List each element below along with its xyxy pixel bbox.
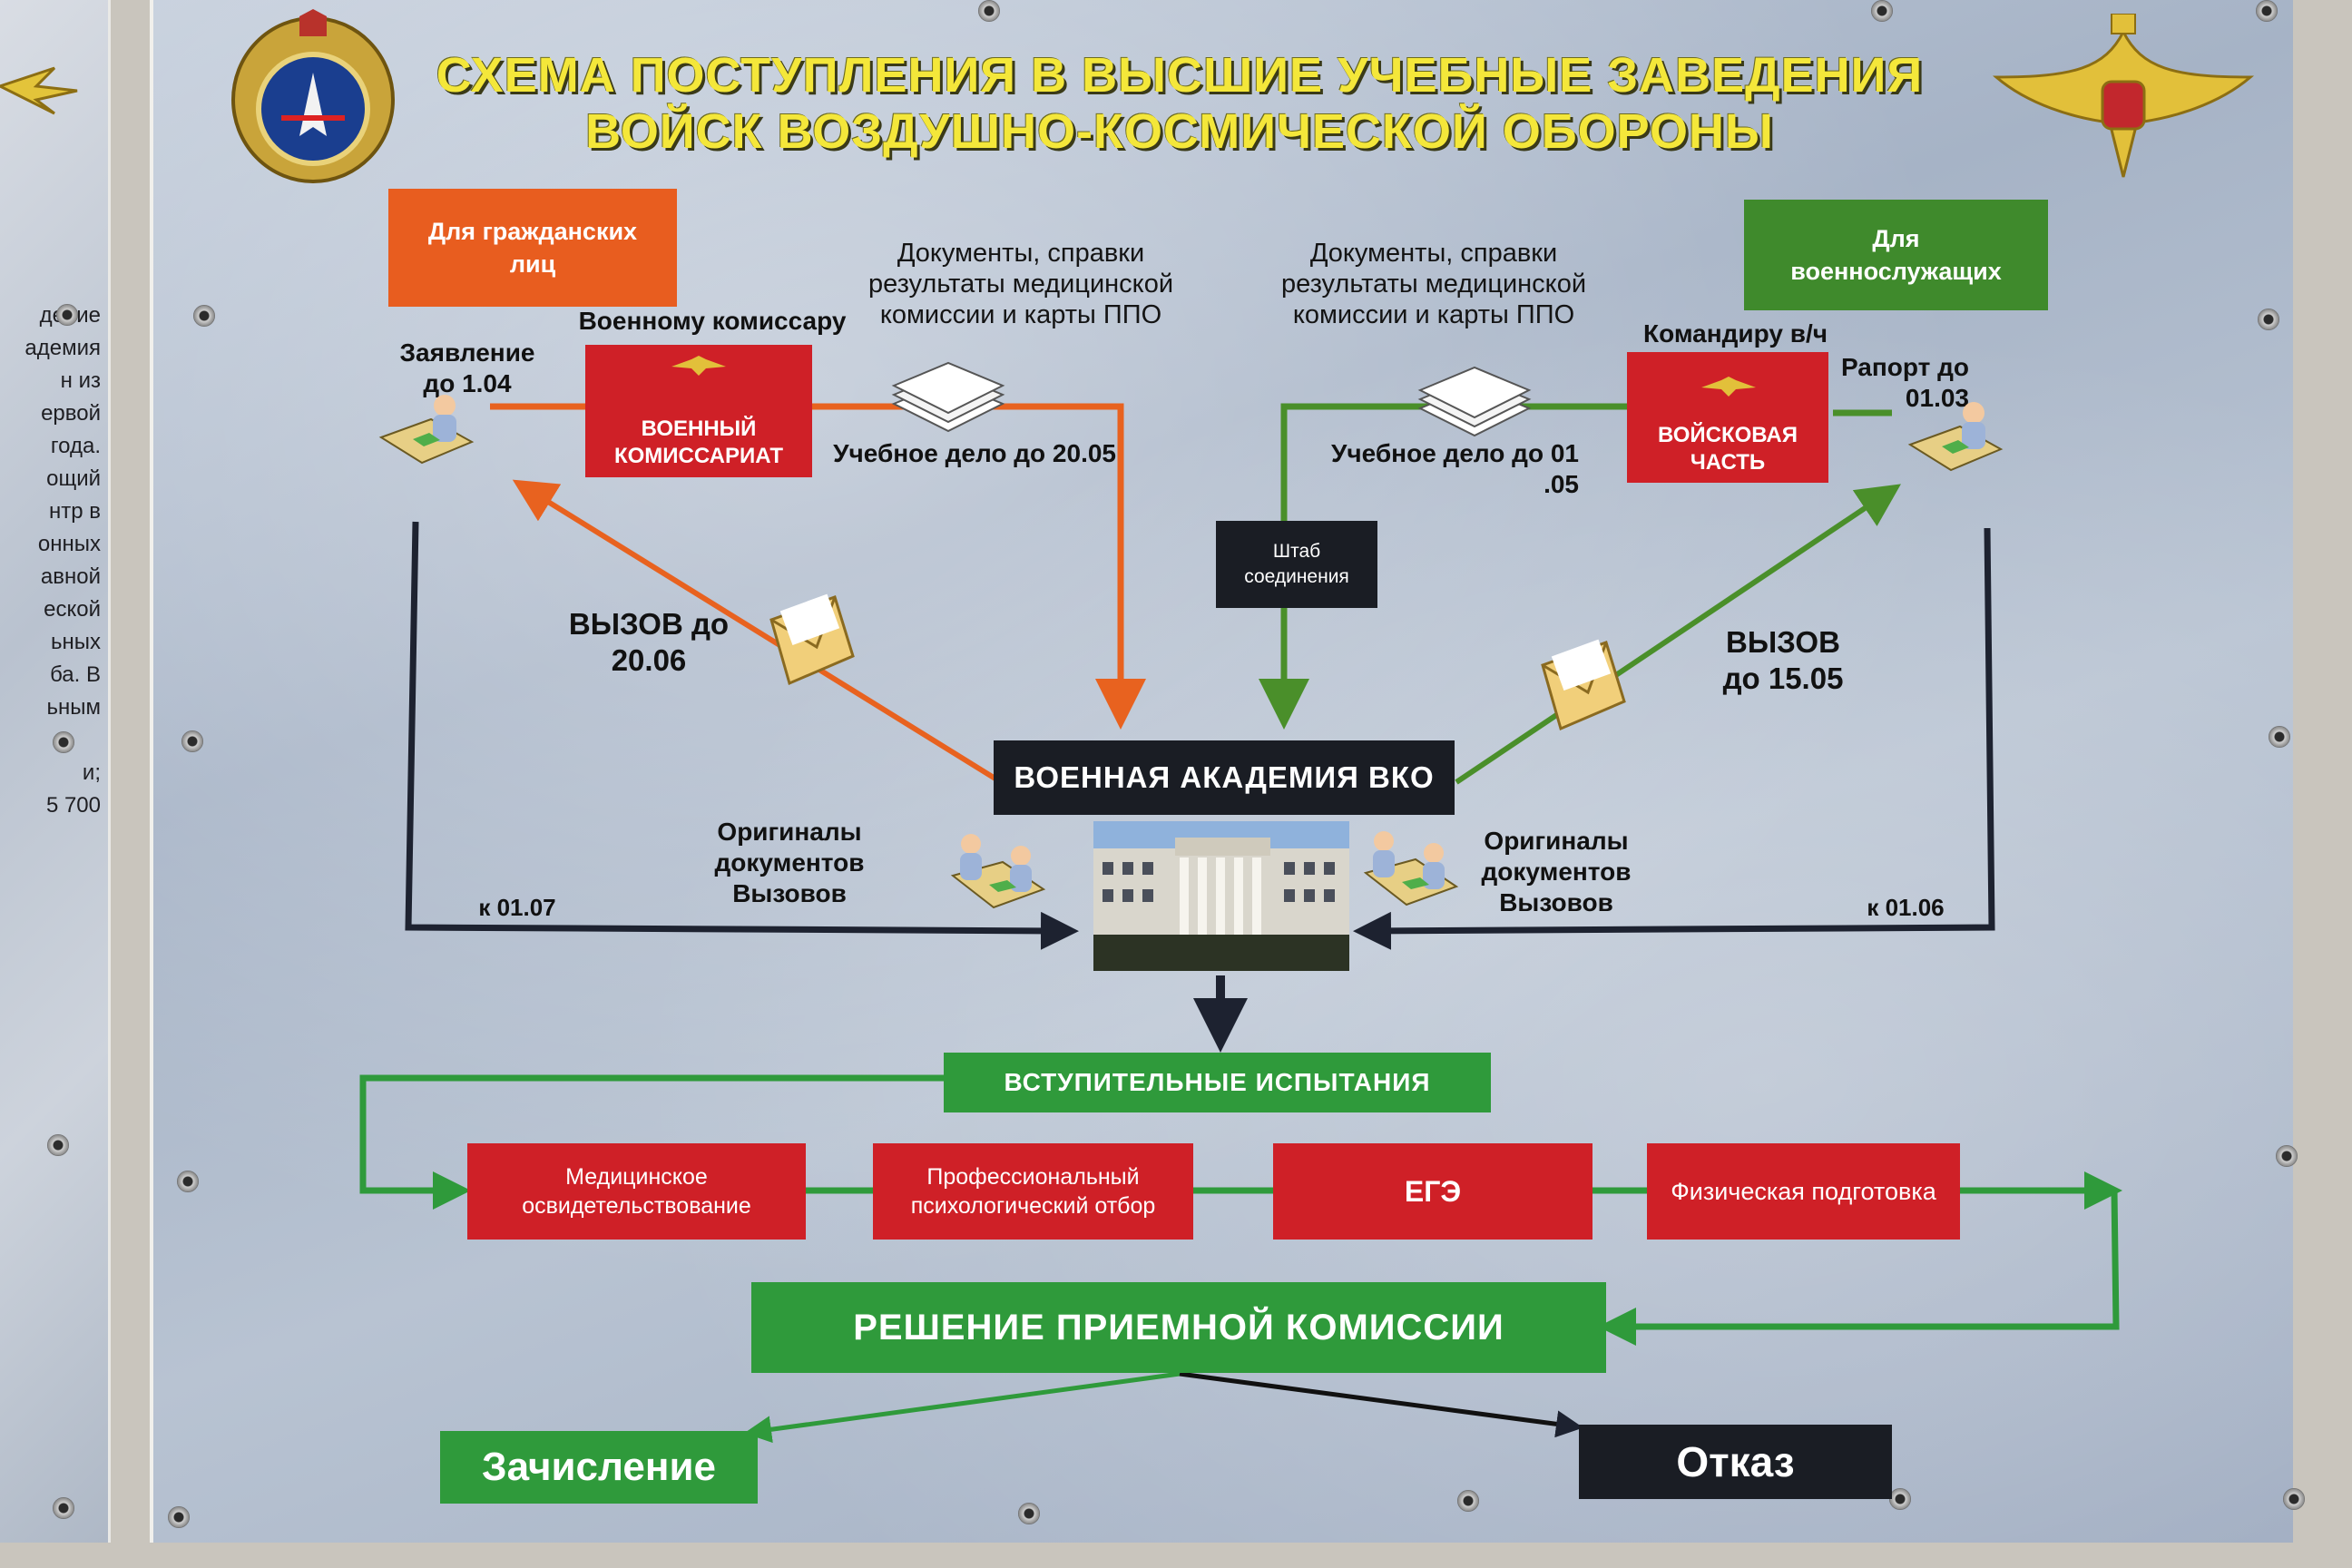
military-documents-text: Документы, справки результаты медицинско… (1280, 239, 1587, 329)
test-psychological-box: Профессиональный психологический отбор (873, 1143, 1193, 1240)
to-commissar-label: Военному комиссару (578, 307, 847, 335)
military-call-label: ВЫЗОВ до 15.05 (1722, 625, 1844, 695)
grommet-icon (2276, 1145, 2298, 1167)
arrow-loop-to-decision (1598, 1190, 2120, 1346)
left-poster-line: 5 700 (45, 793, 101, 818)
documents-stack-icon (1417, 366, 1532, 437)
left-poster-line: онных (37, 532, 101, 556)
left-poster-line: нтр в (48, 499, 101, 524)
grommet-icon (53, 731, 74, 753)
people-at-desk-icon (1363, 831, 1459, 906)
decision-box: РЕШЕНИЕ ПРИЕМНОЙ КОМИССИИ (751, 1282, 1606, 1373)
civilian-originals-label: Оригиналы документов Вызовов (714, 818, 865, 907)
military-eagle-emblem-icon (1992, 14, 2255, 178)
eagle-emblem-icon (0, 66, 78, 115)
arrow-call-to-military (1455, 484, 1901, 785)
grommet-icon (1871, 0, 1893, 22)
hq-box: Штаб соединения (1216, 521, 1377, 608)
civilian-application-label: Заявление до 1.04 (399, 338, 535, 397)
military-unit-box: ВОЙСКОВАЯ ЧАСТЬ (1627, 352, 1828, 483)
left-poster-line: ба. В (50, 662, 101, 687)
military-report-label: Рапорт до 01.03 (1841, 353, 1969, 412)
entrance-tests-box: ВСТУПИТЕЛЬНЫЕ ИСПЫТАНИЯ (944, 1053, 1491, 1112)
arrow-originals-military (1353, 527, 1995, 950)
documents-stack-icon (891, 361, 1005, 433)
civilian-originals-deadline: к 01.07 (478, 894, 556, 921)
grommet-icon (177, 1171, 199, 1192)
civilian-file-deadline: Учебное дело до 20.05 (833, 439, 1116, 467)
left-poster-line: ощий (46, 466, 101, 491)
grommet-icon (1018, 1503, 1040, 1524)
military-originals-deadline: к 01.06 (1867, 894, 1945, 921)
left-poster-line: ьным (46, 695, 101, 720)
commissariat-emblem-icon (671, 356, 726, 376)
grommet-icon (56, 304, 78, 326)
grommet-icon (53, 1497, 74, 1519)
military-header-box: Для военнослужащих (1744, 200, 2048, 310)
grommet-icon (978, 0, 1000, 22)
envelope-icon (1541, 639, 1626, 731)
diagram-title-line2: ВОЙСК ВОЗДУШНО-КОСМИЧЕСКОЙ ОБОРОНЫ (585, 104, 1774, 159)
academy-building-photo (1093, 821, 1349, 971)
civilian-documents-text: Документы, справки результаты медицинско… (867, 239, 1174, 329)
envelope-icon (769, 593, 855, 686)
vko-emblem-icon (231, 9, 395, 183)
test-ege-box: ЕГЭ (1273, 1143, 1592, 1240)
enrollment-box: Зачисление (440, 1431, 758, 1504)
civilian-call-label: ВЫЗОВ до 20.06 (568, 607, 730, 677)
unit-emblem-icon (1701, 377, 1756, 397)
refusal-box: Отказ (1579, 1425, 1892, 1499)
arrow-decision-to-enrollment (744, 1371, 1181, 1444)
grommet-icon (181, 730, 203, 752)
grommet-icon (168, 1506, 190, 1528)
test-physical-box: Физическая подготовка (1647, 1143, 1960, 1240)
person-writing-icon (1907, 402, 2004, 472)
test-medical-box: Медицинское освидетельствование (467, 1143, 806, 1240)
civilian-header-box: Для гражданских лиц (388, 189, 677, 307)
left-poster-line: еской (44, 597, 101, 622)
left-poster-line: и; (82, 760, 101, 785)
left-poster-line: авной (40, 564, 101, 589)
grommet-icon (2283, 1488, 2305, 1510)
person-writing-icon (378, 395, 475, 465)
grommet-icon (2258, 309, 2279, 330)
arrow-originals-civilian (405, 521, 1079, 950)
grommet-icon (193, 305, 215, 327)
military-originals-label: Оригиналы документов Вызовов (1481, 827, 1632, 916)
left-poster-line: года. (50, 434, 101, 458)
left-poster-line: адемия (24, 336, 101, 360)
academy-box: ВОЕННАЯ АКАДЕМИЯ ВКО (994, 740, 1455, 815)
to-commander-label: Командиру в/ч (1643, 319, 1828, 348)
diagram-title-line1: СХЕМА ПОСТУПЛЕНИЯ В ВЫСШИЕ УЧЕБНЫЕ ЗАВЕД… (436, 48, 1924, 103)
grommet-icon (1889, 1488, 1911, 1510)
grommet-icon (1457, 1490, 1479, 1512)
grommet-icon (2269, 726, 2290, 748)
people-at-desk-icon (950, 834, 1046, 909)
arrow-decision-to-refusal (1179, 1371, 1583, 1438)
arrow-call-to-civilian (512, 479, 1000, 783)
left-poster-line: ервой (41, 401, 101, 426)
arrow-tests-to-medical (359, 1074, 944, 1210)
grommet-icon (47, 1134, 69, 1156)
left-poster: дение адемия н из ервой года. ощий нтр в… (0, 0, 111, 1543)
military-file-deadline: Учебное дело до 01 .05 (1331, 439, 1579, 498)
left-poster-line: н из (60, 368, 101, 393)
grommet-icon (2256, 0, 2278, 22)
left-poster-line: ьных (50, 630, 101, 654)
